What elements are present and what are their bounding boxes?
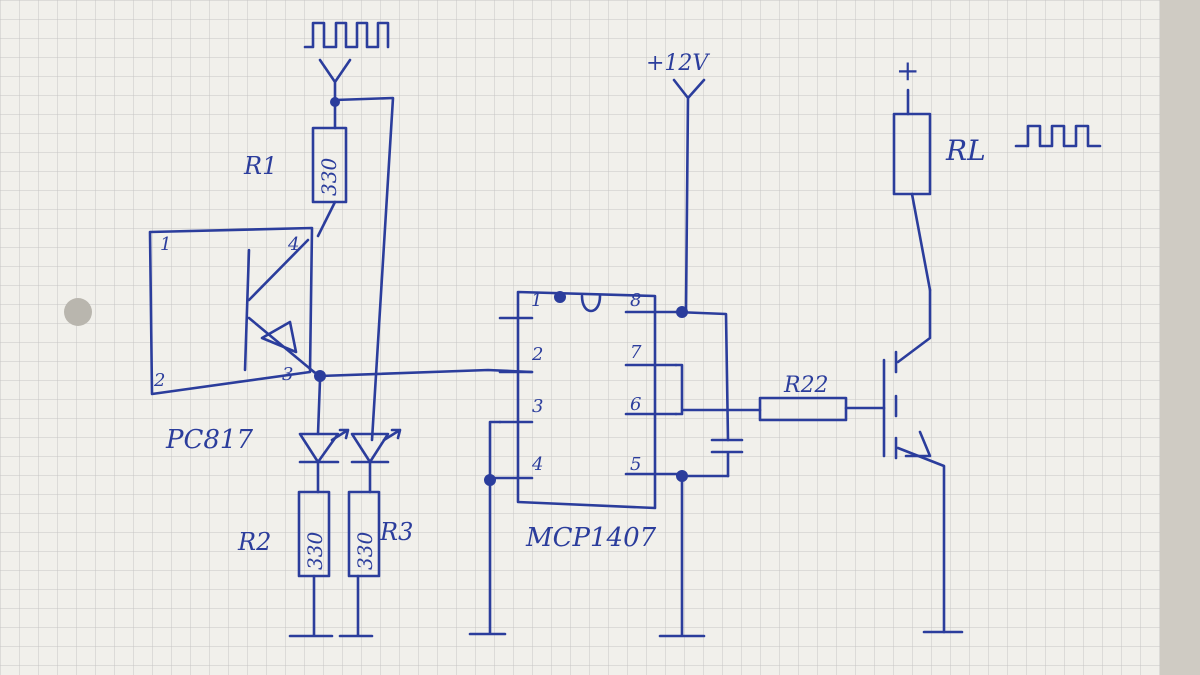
mcp1407-label: MCP1407 [525, 523, 657, 553]
optocoupler-pc817 [148, 200, 337, 396]
r1-value: 330 [317, 158, 341, 196]
resistor-r3 [347, 490, 381, 578]
wire-input-to-r3 [333, 96, 395, 442]
ic-pin-6: 6 [630, 394, 641, 415]
ground-r2 [288, 574, 334, 638]
ic-pin-2: 2 [531, 344, 543, 365]
pc817-pin-3: 3 [282, 364, 293, 385]
ic-pin-5: 5 [630, 454, 641, 475]
ic-pin-8: 8 [630, 290, 641, 311]
r2-label: R2 [237, 528, 271, 556]
decoupling-capacitor [710, 438, 744, 478]
load-supply-plus: + [896, 54, 919, 87]
wire-leds-to-resistors [316, 460, 372, 494]
r1-label: R1 [243, 152, 277, 180]
resistor-r1 [311, 126, 348, 204]
ic-pin-1: 1 [531, 290, 542, 311]
pc817-label: PC817 [165, 425, 253, 455]
ground-r3 [338, 574, 374, 638]
ground-pin5 [658, 474, 730, 638]
ic-pin-3: 3 [532, 396, 543, 417]
wire-ic-out [674, 363, 762, 416]
supply-12v-terminal [672, 78, 706, 312]
ic-pin-4: 4 [531, 454, 543, 475]
mosfet-transistor [882, 288, 946, 634]
pc817-pin-4: 4 [287, 234, 299, 255]
r3-label: R3 [379, 518, 413, 546]
ic-pin1-marker [554, 291, 566, 303]
ic-pin-7: 7 [630, 342, 642, 363]
rl-label: RL [945, 134, 986, 167]
node-pin4 [484, 474, 496, 486]
input-pulse-symbol [303, 21, 390, 49]
supply-12v-label: +12V [646, 51, 710, 76]
wire-rl-to-mosfet [910, 192, 932, 292]
pc817-pin-2: 2 [153, 370, 165, 391]
ground-pin3-pin4 [468, 420, 507, 636]
punch-hole [64, 298, 92, 326]
wire-to-led1 [316, 378, 322, 436]
wire-12v-to-cap [674, 310, 730, 442]
background-edge [1160, 0, 1200, 675]
r3-value: 330 [353, 532, 377, 570]
r2-value: 330 [303, 532, 327, 570]
pc817-pin-1: 1 [160, 234, 171, 255]
load-pulse-symbol [1014, 124, 1102, 148]
grid-lines [0, 0, 1160, 675]
r22-label: R22 [783, 373, 829, 398]
driver-ic-mcp1407 [492, 290, 686, 510]
